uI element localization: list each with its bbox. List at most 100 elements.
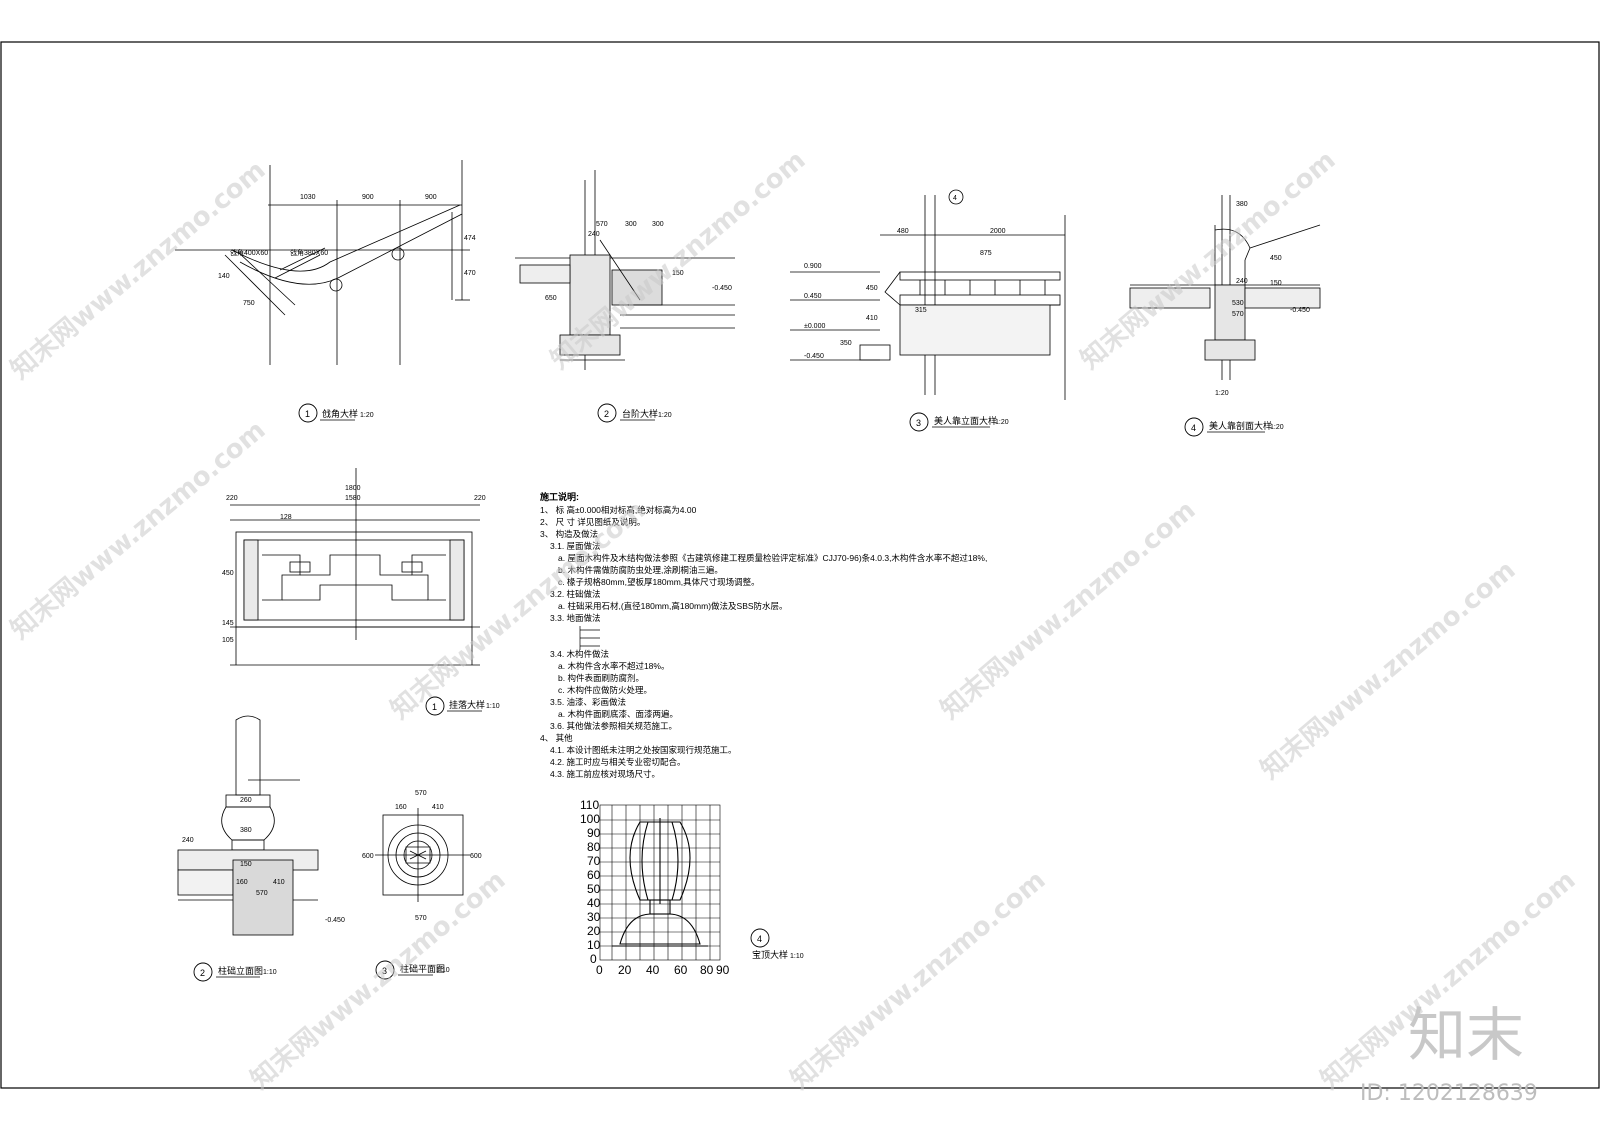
level-0450: 0.450 xyxy=(804,293,822,300)
level-0900: 0.900 xyxy=(804,263,822,270)
detail6-scale: 1:10 xyxy=(263,969,277,976)
dim-140: 140 xyxy=(218,273,230,280)
dim-410: 410 xyxy=(866,315,878,322)
note-line-10: 3.3. 地面做法 xyxy=(550,613,601,623)
note-line-18: 4、 其他 xyxy=(540,733,573,743)
y-tick-60: 60 xyxy=(587,868,601,882)
dim-570: 570 xyxy=(256,890,268,897)
detail-step xyxy=(515,170,735,370)
detail5-name: 挂落大样 xyxy=(449,699,485,711)
detail1-dims: 1030 900 900 474 470 750 140 戗角400X60 戗角… xyxy=(218,194,476,307)
detail-bench-elevation xyxy=(790,189,1066,400)
sheet-border xyxy=(0,41,1600,1089)
detail4-scale: 1:20 xyxy=(1270,424,1284,431)
dim-900a: 900 xyxy=(362,194,374,201)
dim-750: 750 xyxy=(243,300,255,307)
dim-875: 875 xyxy=(980,250,992,257)
note-line-9: a. 柱础采用石材,(直径180mm,高180mm)做法及SBS防水层。 xyxy=(558,601,788,611)
y-tick-20: 20 xyxy=(587,924,601,938)
finial-axis-x: 0 20 40 60 80 90 xyxy=(596,963,730,977)
detail5-number: 1 xyxy=(432,702,437,712)
detail-corner-eave xyxy=(175,160,470,365)
y-tick-10: 10 xyxy=(587,938,601,952)
detail6-name: 柱础立面图 xyxy=(218,965,263,977)
note-line-13: b. 构件表面刷防腐剂。 xyxy=(558,673,644,683)
dim-220b: 220 xyxy=(474,495,486,502)
detail3-dims: 480 2000 875 450 315 410 350 0.900 0.450… xyxy=(804,195,1006,360)
note-line-19: 4.1. 本设计图纸未注明之处按国家现行规范施工。 xyxy=(550,745,737,755)
level-minus-450: -0.450 xyxy=(1290,307,1310,314)
watermark-7: 知末网www.znzmo.com xyxy=(1255,555,1521,785)
dim-260: 260 xyxy=(240,797,252,804)
dim-240: 240 xyxy=(1236,278,1248,285)
detail6-dims: 260 380 240 150 160 570 410 -0.450 xyxy=(182,797,345,924)
dim-900b: 900 xyxy=(425,194,437,201)
watermark-9: 知末网www.znzmo.com xyxy=(785,865,1051,1095)
dim-1580: 1580 xyxy=(345,495,361,502)
dim-150: 150 xyxy=(240,861,252,868)
detail5-scale: 1:10 xyxy=(486,703,500,710)
x-tick-90: 90 xyxy=(716,963,730,977)
dim-450: 450 xyxy=(222,570,234,577)
detail5-dims: 1800 1580 220 220 128 450 145 105 xyxy=(222,485,486,644)
detail5-title: 1 挂落大样 1:10 xyxy=(425,696,500,716)
y-tick-100: 100 xyxy=(580,812,600,826)
detail2-dims: 570 300 300 650 240 150 -0.450 xyxy=(545,221,732,302)
detail3-title: 3 美人靠立面大样 1:20 xyxy=(909,412,1009,432)
detail7-name: 柱础平面图 xyxy=(400,963,445,975)
note-line-17: 3.6. 其他做法参照相关规范施工。 xyxy=(550,721,677,731)
section-tag: 4 xyxy=(953,195,957,202)
dim-570-bottom: 570 xyxy=(415,915,427,922)
detail-column-base-elevation xyxy=(177,715,319,936)
y-tick-0: 0 xyxy=(590,952,597,966)
detail4-title: 4 美人靠剖面大样 1:20 xyxy=(1184,417,1284,437)
detail6-title: 2 柱础立面图 1:10 xyxy=(193,962,277,982)
dim-1030: 1030 xyxy=(300,194,316,201)
note-line-7: c. 椽子规格80mm,望板厚180mm,具体尺寸现场调整。 xyxy=(558,577,760,587)
note-line-14: c. 木构件应做防火处理。 xyxy=(558,685,652,695)
y-tick-80: 80 xyxy=(587,840,601,854)
dim-128: 128 xyxy=(280,514,292,521)
dim-145: 145 xyxy=(222,620,234,627)
detail-lattice-fascia xyxy=(230,468,480,666)
x-tick-40: 40 xyxy=(646,963,660,977)
detail1-scale: 1:20 xyxy=(360,412,374,419)
dim-530: 530 xyxy=(1232,300,1244,307)
dim-570: 570 xyxy=(596,221,608,228)
note-line-21: 4.3. 施工前应核对现场尺寸。 xyxy=(550,769,660,779)
notes-heading: 施工说明: xyxy=(540,491,579,502)
level-0000: ±0.000 xyxy=(804,323,825,330)
note-line-11: 3.4. 木构件做法 xyxy=(550,649,609,659)
detail2-scale: 1:20 xyxy=(658,412,672,419)
label-corner-a: 戗角400X60 xyxy=(230,248,268,257)
y-tick-50: 50 xyxy=(587,882,601,896)
dim-410: 410 xyxy=(273,879,285,886)
x-tick-60: 60 xyxy=(674,963,688,977)
detail4-dims: 380 240 530 570 450 150 -0.450 1:20 xyxy=(1215,201,1310,397)
note-line-12: a. 木构件含水率不超过18%。 xyxy=(558,661,669,671)
detail2-number: 2 xyxy=(604,409,609,419)
y-tick-40: 40 xyxy=(587,896,601,910)
dim-570: 570 xyxy=(1232,311,1244,318)
dim-410: 410 xyxy=(432,804,444,811)
detail8-number: 4 xyxy=(757,934,762,944)
detail3-scale: 1:20 xyxy=(995,419,1009,426)
detail1-name: 戗角大样 xyxy=(322,408,358,420)
detail8-title: 4 宝顶大样 1:10 xyxy=(750,928,804,961)
detail1-title: 1 戗角大样 1:20 xyxy=(298,403,374,423)
dim-570-top: 570 xyxy=(415,790,427,797)
detail8-name: 宝顶大样 xyxy=(752,949,788,961)
brand-logo: 知末 xyxy=(1408,1001,1524,1069)
x-tick-80: 80 xyxy=(700,963,714,977)
dim-150: 150 xyxy=(1270,280,1282,287)
detail3-number: 3 xyxy=(916,418,921,428)
y-tick-90: 90 xyxy=(587,826,601,840)
dim-300b: 300 xyxy=(652,221,664,228)
construction-notes: 施工说明: 1、 标 高±0.000相对标高,绝对标高为4.00 2、 尺 寸 … xyxy=(540,491,987,779)
y-tick-30: 30 xyxy=(587,910,601,924)
dim-240: 240 xyxy=(182,837,194,844)
y-tick-110: 110 xyxy=(580,798,599,812)
detail8-scale: 1:10 xyxy=(790,953,804,960)
dim-220a: 220 xyxy=(226,495,238,502)
dim-315: 315 xyxy=(915,307,927,314)
